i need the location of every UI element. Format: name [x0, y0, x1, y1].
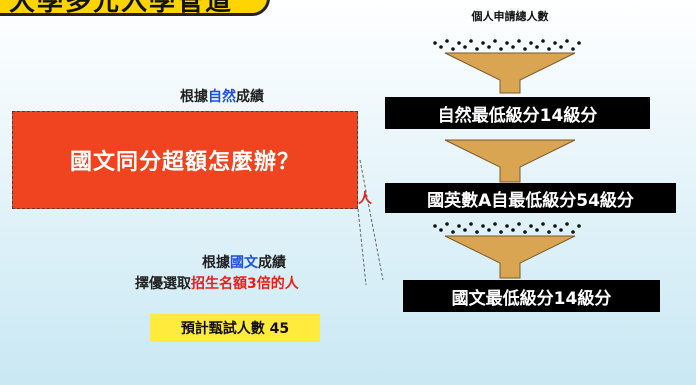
science-criteria-note: 根據自然成績: [180, 86, 264, 106]
note-prefix: 根據: [202, 255, 230, 271]
note-subject: 國文: [230, 255, 258, 271]
callout-tail-text: 人: [358, 191, 372, 207]
note-highlight: 招生名額3倍的人: [191, 276, 299, 292]
selection-note: 擇優選取招生名額3倍的人: [135, 273, 299, 293]
title-badge: 大學多元入學管道: [0, 0, 270, 17]
callout-box: 國文同分超額怎麼辦？: [12, 111, 358, 209]
funnel-header-label: 個人申請總人數: [471, 10, 549, 23]
funnel-icon: [433, 222, 581, 279]
callout-text: 國文同分超額怎麼辦？: [69, 150, 300, 175]
note-suffix: 成績: [236, 89, 264, 105]
chinese-criteria-note: 根據國文成績: [202, 252, 286, 272]
level-label-total: 國英數A自最低級分54級分: [385, 183, 676, 213]
funnel-icon: [444, 139, 576, 183]
level-label-science: 自然最低級分14級分: [385, 97, 650, 129]
note-prefix: 根據: [180, 89, 208, 105]
note-subject: 自然: [208, 89, 236, 105]
funnel-icon: [433, 39, 581, 94]
level-label-chinese: 國文最低級分14級分: [403, 280, 660, 312]
note-suffix: 成績: [258, 255, 286, 271]
page-title: 大學多元入學管道: [9, 0, 234, 17]
estimate-badge: 預計甄試人數 45: [150, 314, 320, 342]
note-prefix: 擇優選取: [135, 276, 191, 292]
